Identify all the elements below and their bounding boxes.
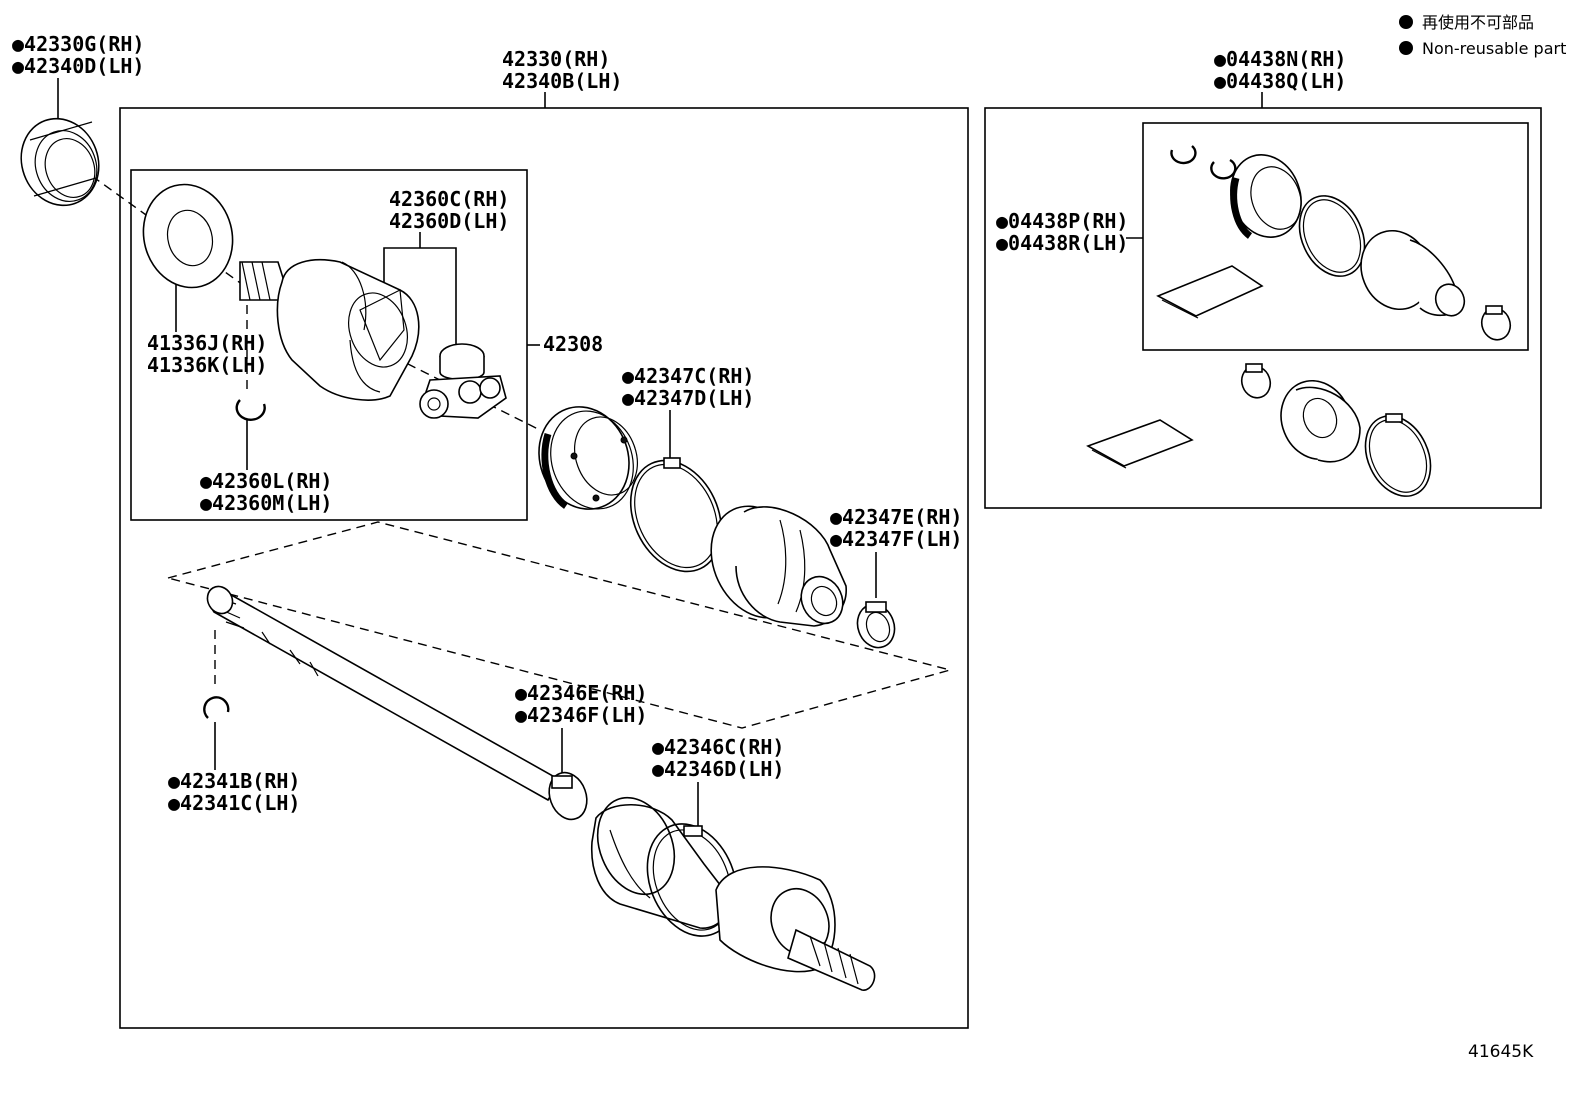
shaft-group-outline (167, 521, 953, 729)
svg-text:●42346D(LH): ●42346D(LH) (652, 757, 784, 781)
svg-text:42360D(LH): 42360D(LH) (389, 209, 509, 233)
kit-clamp-mid (1240, 363, 1272, 399)
svg-text:41336K(LH): 41336K(LH) (147, 353, 267, 377)
svg-text:42330(RH): 42330(RH) (502, 47, 610, 71)
svg-text:●42360L(RH): ●42360L(RH) (200, 469, 332, 493)
kit-grease-pack (1156, 265, 1264, 319)
tripod-joint (419, 343, 507, 419)
legend-jp: 再使用不可部品 (1422, 13, 1534, 32)
boot-kit-box (984, 107, 1542, 509)
svg-text:●04438R(LH): ●04438R(LH) (996, 231, 1128, 255)
label-42360L: ●42360L(RH) ●42360M(LH) (200, 469, 332, 515)
svg-text:●42346E(RH): ●42346E(RH) (515, 681, 647, 705)
label-04438P: ●04438P(RH) ●04438R(LH) (996, 209, 1128, 255)
shaft-clamp-small (548, 771, 588, 821)
kit-clamp-large (1298, 195, 1366, 277)
boot-kit-inner-box (1142, 122, 1529, 351)
drive-shaft (206, 585, 562, 802)
kit-snap-ring-b (1210, 158, 1237, 180)
label-42347E: ●42347E(RH) ●42347F(LH) (830, 505, 962, 551)
svg-text:●42347E(RH): ●42347E(RH) (830, 505, 962, 529)
svg-text:42340B(LH): 42340B(LH) (502, 69, 622, 93)
dust-deflector (142, 183, 234, 289)
svg-text:●42341C(LH): ●42341C(LH) (168, 791, 300, 815)
label-42341B: ●42341B(RH) ●42341C(LH) (168, 769, 300, 815)
label-42330: 42330(RH) 42340B(LH) (502, 47, 622, 93)
label-42346E: ●42346E(RH) ●42346F(LH) (515, 681, 647, 727)
kit-clamp-large-b (1364, 413, 1432, 497)
svg-text:●42340D(LH): ●42340D(LH) (12, 54, 144, 78)
legend-en: Non-reusable part (1422, 39, 1566, 58)
shaft-snap-ring (203, 696, 230, 719)
svg-text:●42360M(LH): ●42360M(LH) (200, 491, 332, 515)
inner-boot (538, 406, 638, 510)
svg-text:●42347F(LH): ●42347F(LH) (830, 527, 962, 551)
kit-outer-boot (1360, 229, 1466, 317)
snap-ring-42360L (235, 399, 266, 421)
svg-text:41336J(RH): 41336J(RH) (147, 331, 267, 355)
label-42347C: ●42347C(RH) ●42347D(LH) (622, 364, 754, 410)
svg-text:●04438P(RH): ●04438P(RH) (996, 209, 1128, 233)
svg-text:●42346C(RH): ●42346C(RH) (652, 735, 784, 759)
legend-dot-icon (1399, 41, 1413, 55)
label-04438N: ●04438N(RH) ●04438Q(LH) (1214, 47, 1346, 93)
inner-joint-housing (239, 259, 420, 401)
kit-snap-ring-a (1170, 145, 1197, 165)
svg-text:●04438Q(LH): ●04438Q(LH) (1214, 69, 1346, 93)
svg-text:●42347C(RH): ●42347C(RH) (622, 364, 754, 388)
outer-cv-joint (590, 796, 876, 991)
main-assembly-box (119, 107, 969, 1029)
svg-text:●42330G(RH): ●42330G(RH) (12, 32, 144, 56)
svg-text:42360C(RH): 42360C(RH) (389, 187, 509, 211)
svg-text:●42341B(RH): ●42341B(RH) (168, 769, 300, 793)
label-41336J: 41336J(RH) 41336K(LH) (147, 331, 267, 377)
label-42330G: ●42330G(RH) ●42340D(LH) (12, 32, 144, 78)
boot-clamp-large (629, 457, 723, 573)
kit-outer-boot-b (1280, 379, 1361, 463)
svg-text:●42346F(LH): ●42346F(LH) (515, 703, 647, 727)
legend-dot-icon (1399, 15, 1413, 29)
boot-bellows (710, 505, 847, 627)
kit-grease-pack-b (1086, 419, 1194, 469)
kit-inner-boot (1230, 154, 1302, 239)
svg-text:●04438N(RH): ●04438N(RH) (1214, 47, 1346, 71)
boot-clamp-small (856, 601, 896, 649)
legend: 再使用不可部品 Non-reusable part (1399, 13, 1566, 58)
svg-text:●42347D(LH): ●42347D(LH) (622, 386, 754, 410)
diagram-code: 41645K (1468, 1042, 1534, 1062)
oil-seal (20, 117, 100, 207)
label-42308: 42308 (543, 332, 603, 356)
label-42360C: 42360C(RH) 42360D(LH) (389, 187, 509, 233)
label-42346C: ●42346C(RH) ●42346D(LH) (652, 735, 784, 781)
kit-clamp-small (1480, 305, 1512, 341)
